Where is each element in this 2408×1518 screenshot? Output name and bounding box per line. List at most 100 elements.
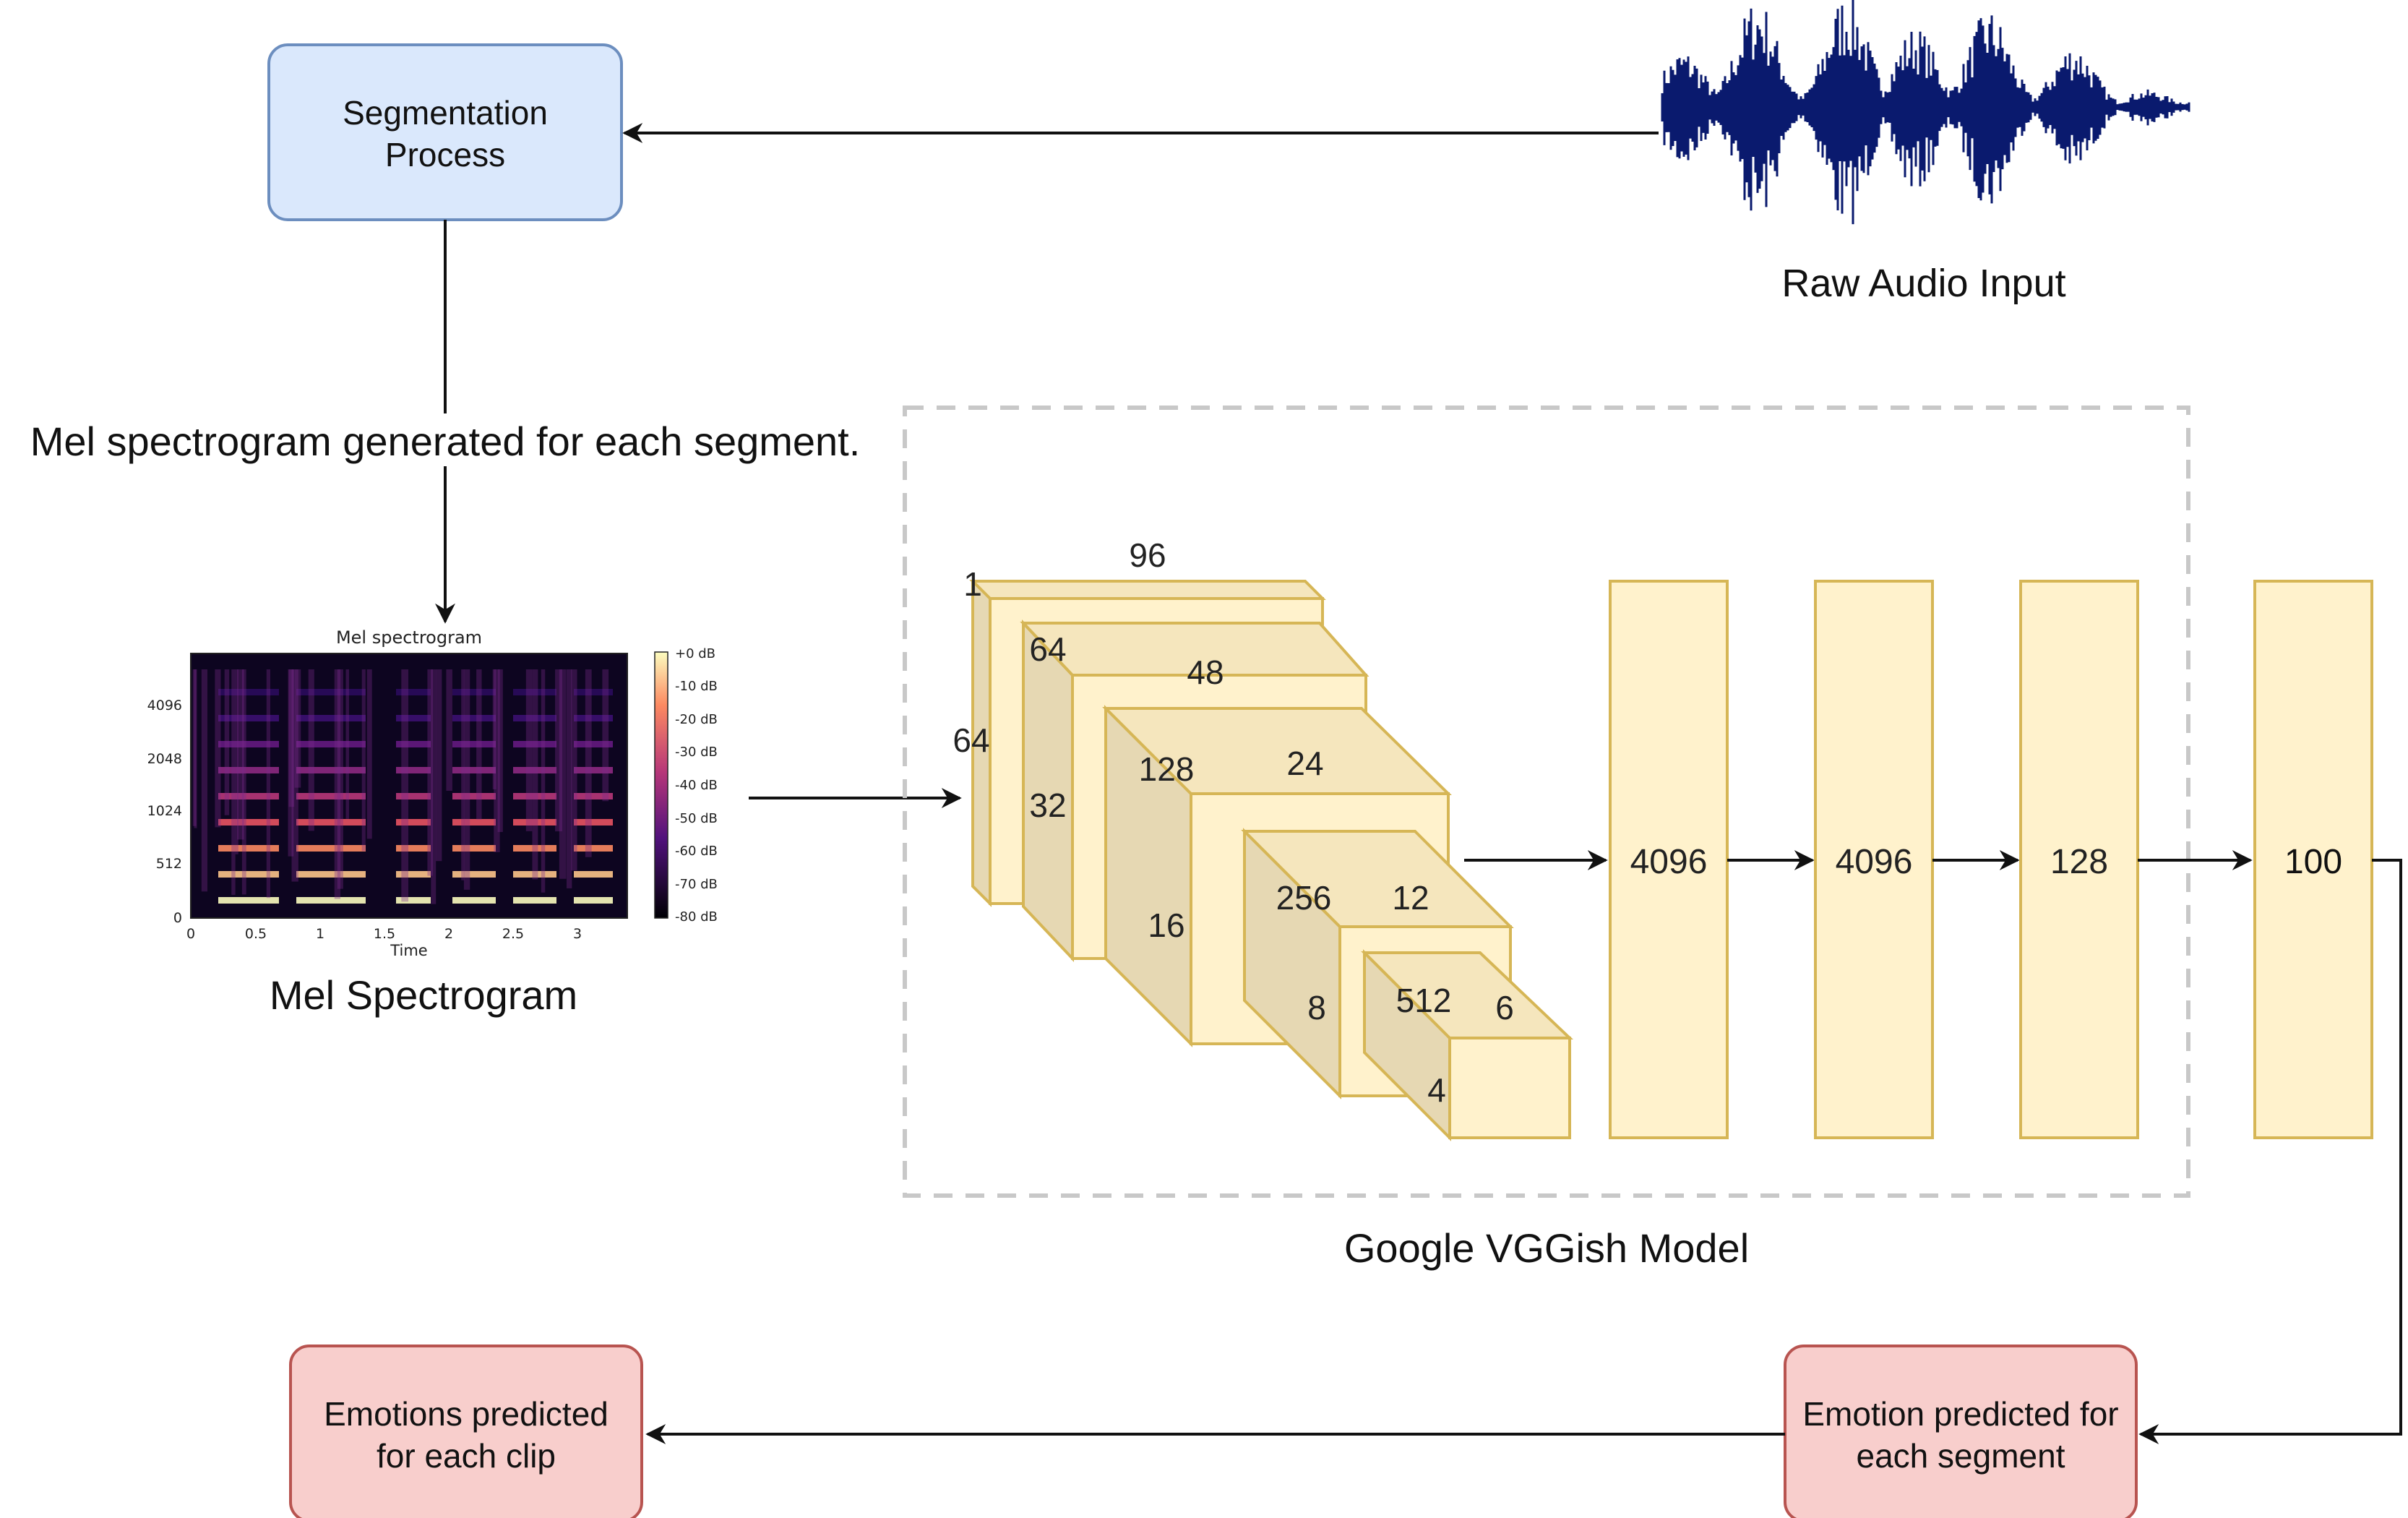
spectrogram-harmonic-band bbox=[218, 819, 279, 826]
spectrogram-fricative bbox=[291, 669, 298, 882]
dense-layer-3: 128 bbox=[2019, 580, 2139, 1139]
c3-height-label: 16 bbox=[1148, 906, 1184, 944]
dense-layer-1: 4096 bbox=[1609, 580, 1729, 1139]
y-tick-0: 0 bbox=[173, 910, 182, 926]
spectrogram-harmonic-band bbox=[574, 897, 613, 904]
spectrogram-harmonic-band bbox=[218, 741, 279, 747]
c3-width-label: 24 bbox=[1286, 745, 1323, 782]
spectrogram-fricative bbox=[566, 669, 572, 888]
spectrogram-fricative bbox=[532, 669, 538, 880]
spectrogram-harmonic-band bbox=[296, 871, 366, 878]
spectrogram-harmonic-band bbox=[396, 845, 431, 852]
spectrogram-harmonic-band bbox=[396, 871, 431, 878]
spectrogram-fricative bbox=[224, 669, 230, 815]
spectrogram-harmonic-band bbox=[574, 715, 613, 721]
spectrogram-harmonic-band bbox=[513, 871, 556, 878]
spectrogram-x-label: Time bbox=[390, 942, 427, 959]
spectrogram-fricative bbox=[476, 669, 482, 820]
spectrogram-harmonic-band bbox=[296, 793, 366, 799]
spectrogram-fricative bbox=[237, 669, 244, 840]
output-layer: 100 bbox=[2253, 580, 2373, 1139]
spectrogram-harmonic-band bbox=[296, 741, 366, 747]
spectrogram-harmonic-band bbox=[452, 689, 496, 695]
spectrogram-harmonic-band bbox=[513, 689, 556, 695]
spectrogram-harmonics bbox=[192, 669, 613, 904]
spectrogram-fricative bbox=[192, 669, 197, 826]
c5-depth-label: 512 bbox=[1396, 982, 1452, 1019]
spectrogram-fricative bbox=[201, 669, 207, 892]
emotion-segment-line1: Emotion predicted for bbox=[1802, 1395, 2118, 1433]
y-tick-1024: 1024 bbox=[147, 803, 182, 819]
spectrogram-harmonic-band bbox=[452, 819, 496, 826]
spectrogram-harmonic-band bbox=[396, 793, 431, 799]
y-tick-4096: 4096 bbox=[147, 698, 182, 713]
c5-width-label: 6 bbox=[1495, 989, 1514, 1026]
spectrogram-fricative bbox=[231, 669, 236, 896]
spectrogram-harmonic-band bbox=[513, 767, 556, 773]
cbar-tick-70: -70 dB bbox=[675, 877, 718, 892]
emotion-clip-box: Emotions predicted for each clip bbox=[289, 1345, 643, 1518]
spectrogram-harmonic-band bbox=[218, 793, 279, 799]
spectrogram-harmonic-band bbox=[396, 741, 431, 747]
vggish-model-title: Google VGGish Model bbox=[1344, 1225, 1749, 1271]
cbar-tick-60: -60 dB bbox=[675, 844, 718, 859]
spectrogram-fricative bbox=[337, 669, 343, 889]
spectrogram-fricative bbox=[345, 669, 349, 819]
spectrogram-fricative bbox=[525, 669, 533, 831]
spectrogram-harmonic-band bbox=[574, 793, 613, 799]
spectrogram-harmonic-band bbox=[296, 845, 366, 852]
c4-width-label: 12 bbox=[1392, 879, 1429, 917]
spectrogram-harmonic-band bbox=[574, 871, 613, 878]
spectrogram-fricative bbox=[431, 669, 437, 904]
segmentation-process-box: Segmentation Process bbox=[267, 43, 623, 221]
spectrogram-harmonic-band bbox=[452, 793, 496, 799]
spectrogram-harmonic-band bbox=[296, 715, 366, 721]
spectrogram-harmonic-band bbox=[218, 897, 279, 904]
spectrogram-harmonic-band bbox=[452, 897, 496, 904]
mel-generation-caption: Mel spectrogram generated for each segme… bbox=[30, 419, 861, 464]
waveform-bars bbox=[1661, 0, 2190, 225]
spectrogram-fricative bbox=[361, 669, 366, 852]
spectrogram-harmonic-band bbox=[574, 845, 613, 852]
spectrogram-harmonic-band bbox=[513, 845, 556, 852]
colorbar-ticks: +0 dB -10 dB -20 dB -30 dB -40 dB -50 dB… bbox=[675, 646, 718, 925]
spectrogram-harmonic-band bbox=[396, 715, 431, 721]
spectrogram-harmonic-band bbox=[218, 715, 279, 721]
spectrogram-harmonic-band bbox=[574, 819, 613, 826]
spectrogram-fricative bbox=[235, 669, 238, 854]
cbar-tick-10: -10 dB bbox=[675, 679, 718, 694]
spectrogram-harmonic-band bbox=[296, 897, 366, 904]
spectrogram-fricative bbox=[427, 669, 433, 876]
x-tick-1.5: 1.5 bbox=[374, 926, 395, 942]
vggish-model-container bbox=[903, 406, 2190, 1198]
x-tick-3: 3 bbox=[573, 926, 582, 942]
x-tick-1: 1 bbox=[316, 926, 324, 942]
x-tick-2: 2 bbox=[444, 926, 453, 942]
x-tick-2.5: 2.5 bbox=[502, 926, 524, 942]
spectrogram-fricative bbox=[288, 669, 295, 807]
spectrogram-fricative bbox=[555, 669, 562, 832]
dense-layer-2: 4096 bbox=[1814, 580, 1934, 1139]
spectrogram-harmonic-band bbox=[513, 819, 556, 826]
c1-width-label: 96 bbox=[1129, 536, 1166, 574]
cbar-tick-40: -40 dB bbox=[675, 778, 718, 793]
spectrogram-fricative bbox=[334, 669, 341, 899]
spectrogram-fricative bbox=[585, 669, 592, 857]
y-tick-512: 512 bbox=[156, 856, 182, 872]
spectrogram-fricative bbox=[366, 669, 372, 839]
spectrogram-harmonic-band bbox=[296, 767, 366, 773]
output-layer-label: 100 bbox=[2284, 843, 2342, 881]
raw-audio-label: Raw Audio Input bbox=[1781, 262, 2065, 305]
y-tick-2048: 2048 bbox=[147, 751, 182, 767]
spectrogram-harmonic-band bbox=[218, 767, 279, 773]
spectrogram-fricative bbox=[401, 669, 409, 902]
spectrogram-fricative bbox=[497, 669, 503, 832]
spectrogram-harmonic-band bbox=[513, 793, 556, 799]
spectrogram-harmonic-band bbox=[452, 741, 496, 747]
spectrogram-fricative bbox=[194, 669, 197, 828]
spectrogram-fricative bbox=[436, 669, 442, 862]
dense-layer-2-label: 4096 bbox=[1836, 843, 1913, 881]
spectrogram-harmonic-band bbox=[218, 871, 279, 878]
c2-height-label: 32 bbox=[1029, 786, 1066, 824]
spectrogram-harmonic-band bbox=[396, 689, 431, 695]
